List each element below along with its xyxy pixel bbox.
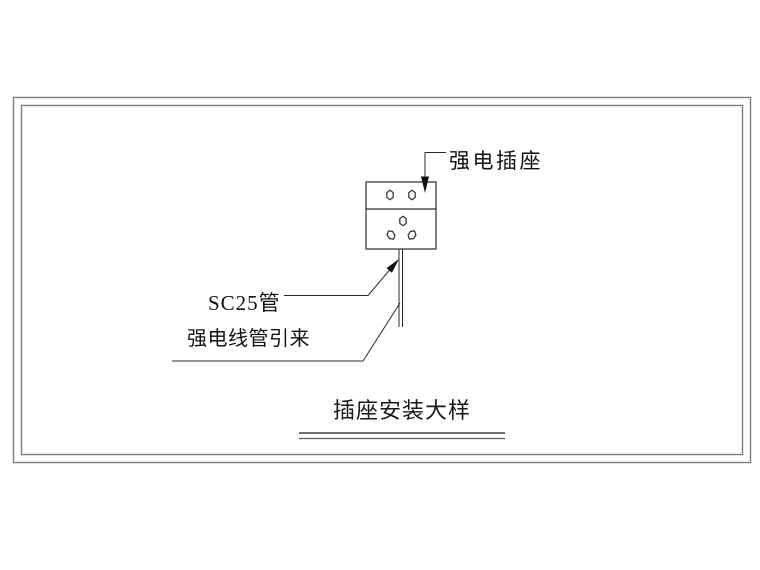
sheet-border-frame: [12, 96, 752, 464]
socket-body: [365, 181, 437, 250]
socket-leader-line: [424, 152, 446, 178]
conduit-double-line: [398, 249, 403, 327]
socket-leader-path: [424, 152, 446, 178]
title-double-underline: [299, 432, 505, 440]
socket-label: 强电插座: [449, 149, 543, 173]
outer-border: [12, 96, 752, 464]
drawing-title: 插座安装大样: [332, 398, 471, 423]
pipe-leader-arrowhead-icon: [386, 259, 399, 273]
socket-leader-arrowhead-icon: [421, 176, 429, 193]
pipe-leader-path: [284, 269, 391, 296]
pipe-label: SC25管: [208, 291, 281, 315]
leadin-leader-line: [172, 302, 401, 362]
power-socket-symbol: [365, 181, 437, 250]
leadin-label: 强电线管引来: [187, 328, 310, 350]
inner-border: [20, 104, 744, 456]
leadin-leader-path: [172, 302, 401, 362]
pipe-leader-line: [284, 269, 391, 296]
